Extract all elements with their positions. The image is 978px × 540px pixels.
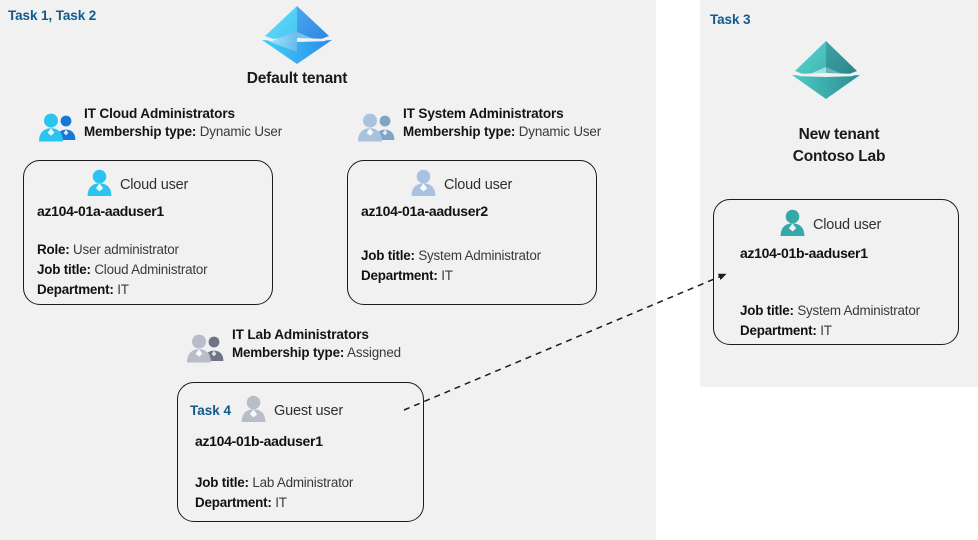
property-value: Cloud Administrator (94, 261, 208, 277)
user-type-label: Cloud user (120, 176, 189, 193)
user-property-row: Department: IT (361, 266, 541, 286)
property-value: IT (820, 322, 832, 338)
task-label-left: Task 1, Task 2 (8, 8, 97, 23)
card-header: Cloud user (779, 208, 881, 241)
property-label: Job title: (195, 475, 249, 490)
user-card-az104-01b-aaduser1-guest[interactable]: Task 4 Guest user az104-01b-aaduser1 Job… (177, 382, 424, 522)
group-membership: Membership type: Dynamic User (403, 123, 601, 141)
group-users-icon (38, 111, 78, 148)
property-value: System Administrator (418, 248, 541, 263)
property-label: Department: (361, 267, 438, 283)
user-card-az104-01b-aaduser1-cloud[interactable]: Cloud user az104-01b-aaduser1 Job title:… (713, 199, 959, 345)
property-label: Department: (740, 322, 817, 338)
property-value: Lab Administrator (252, 475, 354, 490)
user-property-row: Department: IT (195, 493, 353, 513)
new-tenant-caption-line2: Contoso Lab (792, 148, 886, 166)
property-value: IT (117, 281, 129, 297)
user-property-row: Department: IT (37, 280, 207, 300)
guest-user-icon (240, 394, 267, 427)
task-label-card: Task 4 (190, 403, 232, 418)
property-value: System Administrator (797, 303, 920, 318)
group-membership-value: Dynamic User (518, 123, 602, 139)
property-label: Job title: (361, 248, 415, 263)
card-header: Cloud user (86, 168, 188, 201)
user-name: az104-01b-aaduser1 (195, 433, 323, 449)
group-membership: Membership type: Assigned (232, 344, 401, 362)
new-tenant-caption-line1: New tenant (798, 126, 880, 143)
group-membership-label: Membership type: (403, 123, 516, 139)
property-label: Department: (195, 494, 272, 510)
group-title: IT Cloud Administrators (84, 106, 235, 121)
user-property-row: Job title: Lab Administrator (195, 473, 353, 493)
card-header: Cloud user (410, 168, 512, 201)
user-card-az104-01a-aaduser2[interactable]: Cloud user az104-01a-aaduser2 Job title:… (347, 160, 597, 305)
task-label-right: Task 3 (710, 12, 751, 27)
group-membership-value: Dynamic User (199, 123, 283, 139)
default-tenant-caption: Default tenant (246, 70, 348, 87)
user-type-label: Cloud user (444, 176, 513, 193)
property-label: Role: (37, 242, 70, 257)
property-label: Department: (37, 281, 114, 297)
user-properties: Job title: System Administrator Departme… (361, 246, 541, 286)
property-label: Job title: (740, 303, 794, 318)
property-label: Job title: (37, 261, 91, 277)
group-users-icon (186, 332, 226, 369)
user-property-row: Job title: System Administrator (361, 246, 541, 266)
user-properties: Job title: Lab Administrator Department:… (195, 473, 353, 513)
user-type-label: Guest user (274, 402, 343, 419)
group-it-cloud-administrators[interactable]: IT Cloud Administrators Membership type:… (38, 105, 282, 148)
user-property-row: Job title: Cloud Administrator (37, 260, 208, 280)
group-users-icon (357, 111, 397, 148)
card-header: Task 4 Guest user (190, 394, 343, 427)
user-name: az104-01b-aaduser1 (740, 245, 868, 261)
group-title: IT Lab Administrators (232, 327, 369, 342)
group-membership-label: Membership type: (232, 344, 345, 360)
group-it-lab-administrators[interactable]: IT Lab Administrators Membership type: A… (186, 326, 401, 369)
user-property-row: Role: User administrator (37, 240, 207, 260)
group-membership-value: Assigned (347, 344, 401, 360)
cloud-user-icon (86, 168, 113, 201)
group-it-system-administrators[interactable]: IT System Administrators Membership type… (357, 105, 601, 148)
user-properties: Role: User administrator Job title: Clou… (37, 240, 208, 300)
azure-tenant-icon-default (258, 2, 336, 73)
user-properties: Job title: System Administrator Departme… (740, 301, 920, 341)
cloud-user-icon (779, 208, 806, 241)
user-property-row: Job title: System Administrator (740, 301, 920, 321)
user-name: az104-01a-aaduser1 (37, 203, 164, 219)
group-title: IT System Administrators (403, 106, 564, 121)
group-membership-label: Membership type: (84, 123, 197, 139)
azure-tenant-icon-new (789, 37, 863, 108)
user-type-label: Cloud user (813, 216, 882, 233)
new-tenant-caption: New tenant Contoso Lab (726, 124, 952, 169)
user-property-row: Department: IT (740, 321, 920, 341)
property-value: User administrator (73, 242, 179, 257)
user-card-az104-01a-aaduser1[interactable]: Cloud user az104-01a-aaduser1 Role: User… (23, 160, 273, 305)
group-membership: Membership type: Dynamic User (84, 123, 282, 141)
property-value: IT (441, 267, 453, 283)
cloud-user-icon (410, 168, 437, 201)
property-value: IT (275, 494, 287, 510)
user-name: az104-01a-aaduser2 (361, 203, 488, 219)
